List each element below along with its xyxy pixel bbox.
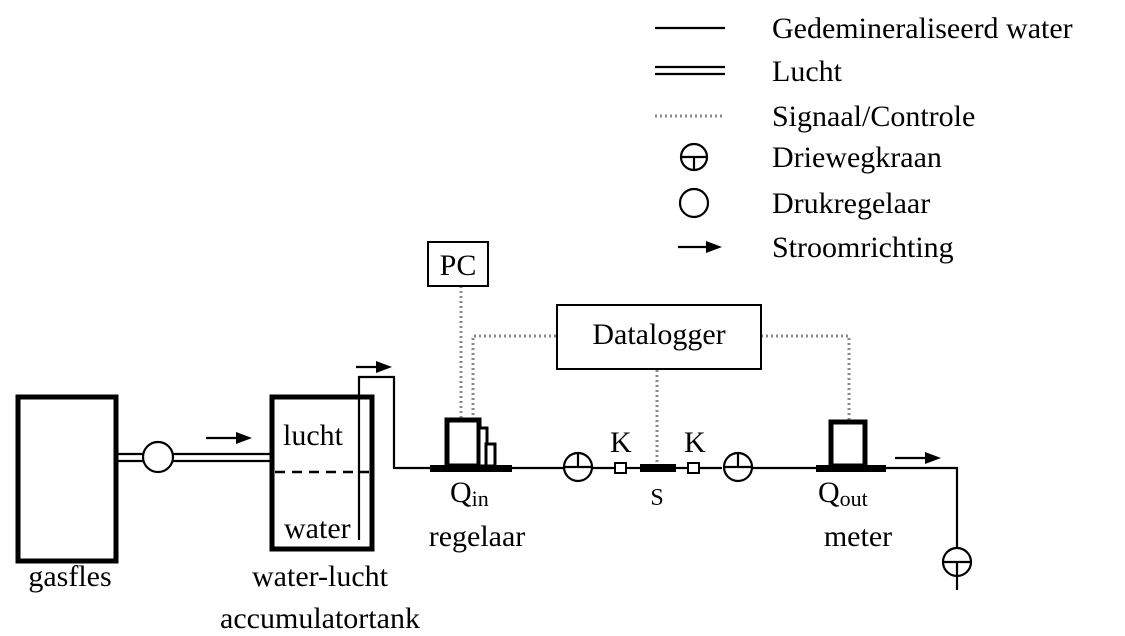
pc-box [427,241,489,287]
q-out-symbol: Qout [818,476,868,511]
accumulator-tank [269,394,375,552]
tank-label-line1: water-lucht [252,560,389,593]
water-outlet-pipe [357,375,430,540]
signal-lines [459,286,851,464]
gas-cylinder [15,394,119,564]
sample-label: S [650,485,663,511]
connector-right [687,462,700,474]
pressure-regulator-icon [141,440,175,474]
pc-label: PC [440,249,477,282]
three-way-valve-icon [941,546,973,590]
outlet-pipe [886,466,959,548]
q-in-label: regelaar [429,520,526,553]
flow-controller [430,417,512,472]
datalogger-label: Datalogger [592,318,725,351]
three-way-valve-icon [722,451,754,483]
legend-label-air: Lucht [772,55,843,88]
three-way-valve-icon [562,451,594,483]
gas-cylinder-label: gasfles [28,560,111,593]
legend-air-line-icon [655,65,725,76]
legend-label-three-way-valve: Driewegkraan [772,141,942,174]
q-in-symbol: Qin [450,476,489,511]
legend-three-way-valve-icon [679,142,709,172]
flow-meter [816,419,886,472]
air-line [116,452,272,463]
legend-pressure-regulator-icon [678,187,710,219]
flow-arrow-icon [206,432,252,444]
tank-air-label: lucht [283,419,344,452]
q-out-label: meter [824,520,892,553]
tank-water-label: water [284,512,351,545]
connector-left [614,462,627,474]
connector-left-label: K [610,426,632,459]
legend: Gedemineraliseerd water Lucht Signaal/Co… [655,12,1073,264]
connector-right-label: K [684,426,706,459]
sample [640,464,676,472]
legend-label-flow-direction: Stroomrichting [772,231,954,264]
legend-label-water: Gedemineraliseerd water [772,12,1073,45]
legend-arrow-icon [678,241,722,253]
flow-arrow-icon [356,361,392,373]
legend-label-pressure-regulator: Drukregelaar [772,187,930,220]
legend-label-signal: Signaal/Controle [772,100,975,133]
tank-label-line2: accumulatortank [220,602,420,635]
datalogger-box [556,304,762,370]
flow-arrow-icon [895,452,941,464]
